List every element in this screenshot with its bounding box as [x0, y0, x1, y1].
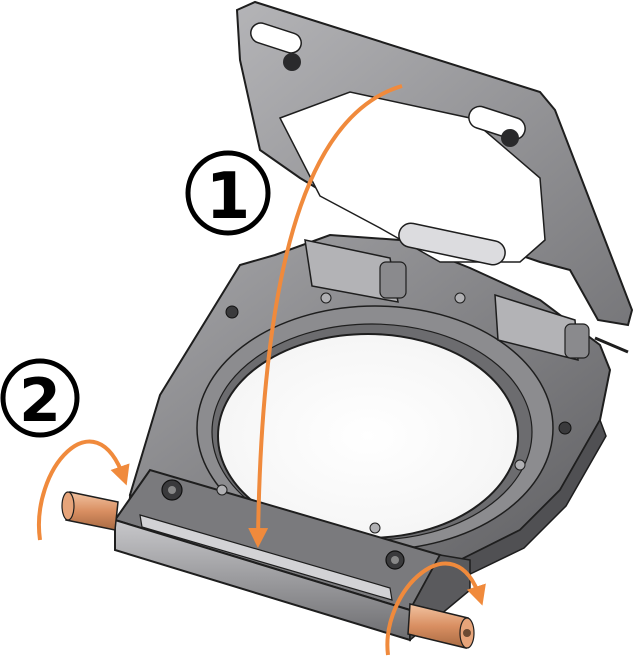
rotate-right-knob-arrow	[385, 561, 486, 656]
right-knob	[407, 603, 475, 649]
step-2-number: 2	[19, 366, 61, 436]
left-knob	[61, 491, 119, 531]
front-screws	[161, 292, 572, 570]
close-lid-arrow	[248, 84, 403, 548]
step-marker-2: 2	[0, 358, 80, 438]
step-marker-1: 1	[185, 150, 271, 236]
hinge-blocks	[304, 239, 629, 361]
hinged-lid	[235, 0, 634, 327]
step-1-number: 1	[206, 160, 251, 234]
rotate-left-knob-arrow	[36, 439, 130, 541]
